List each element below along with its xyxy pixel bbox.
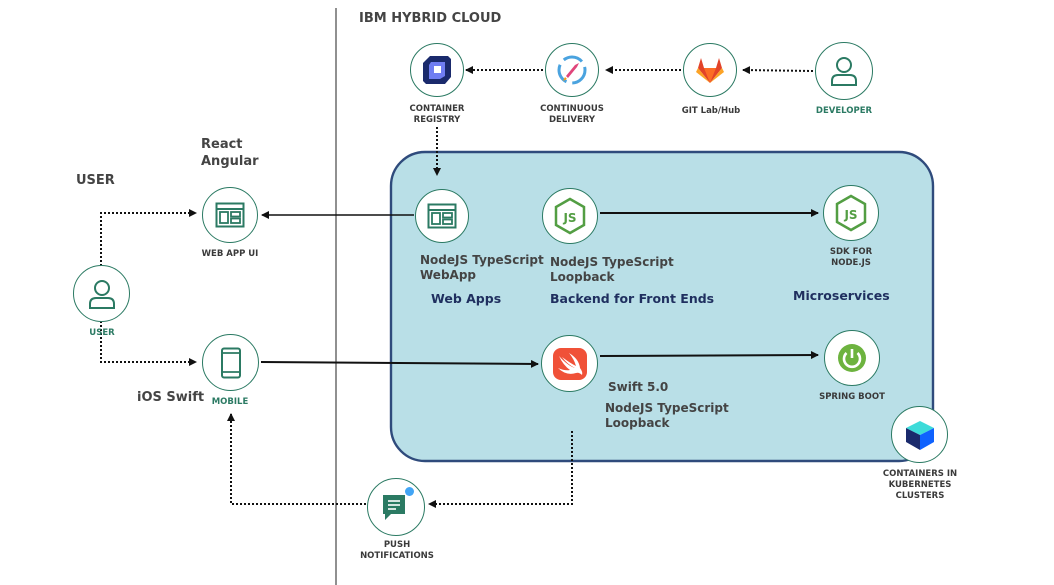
section-microservices: Microservices [793, 288, 890, 303]
arrow-mobile-swift [260, 359, 539, 368]
arrow-push-mobile [227, 413, 366, 505]
backend-loopback-label: NodeJS TypeScript Loopback [550, 255, 674, 284]
section-web-apps: Web Apps [431, 291, 502, 306]
mobile-label: MOBILE [211, 397, 249, 407]
nodejs-icon: JS [835, 194, 867, 232]
user-node [73, 265, 130, 322]
arrow-swift-spring [599, 351, 819, 360]
web-app-ui-label: WEB APP UI [201, 249, 259, 259]
svg-text:JS: JS [562, 211, 576, 225]
sdk-nodejs-label: SDK FOR NODE.JS [829, 247, 873, 268]
smartphone-icon [220, 347, 241, 378]
container-registry-node [410, 43, 464, 97]
container-registry-label: CONTAINER REGISTRY [409, 104, 465, 125]
arrow-developer-git [742, 66, 814, 75]
web-frameworks-label: React Angular [201, 137, 259, 169]
user-label: USER [89, 328, 115, 338]
kubernetes-cluster-region [389, 150, 935, 463]
delivery-rocket-icon [557, 55, 587, 85]
svg-text:JS: JS [843, 208, 857, 222]
git-node [683, 43, 737, 97]
developer-label: DEVELOPER [815, 106, 873, 116]
arrow-user-webui [100, 209, 197, 266]
push-notifications-node [367, 478, 425, 536]
spring-power-icon [838, 344, 866, 372]
git-label: GIT Lab/Hub [681, 106, 741, 116]
swift-title: Swift 5.0 [608, 380, 669, 394]
backend-loopback-node: JS [542, 188, 598, 244]
arrow-user-mobile [100, 321, 197, 366]
continuous-delivery-node [545, 43, 599, 97]
swift-icon [552, 347, 587, 380]
cube-icon [905, 420, 934, 450]
mobile-node [202, 334, 259, 391]
sdk-nodejs-node: JS [823, 185, 879, 241]
user-heading: USER [76, 173, 115, 188]
person-icon [831, 57, 857, 86]
webapp-node [415, 189, 469, 243]
swift-loopback-label: NodeJS TypeScript Loopback [605, 401, 729, 430]
containers-k8s-node [891, 406, 948, 463]
spring-boot-label: SPRING BOOT [819, 392, 885, 402]
continuous-delivery-label: CONTINUOUS DELIVERY [540, 104, 604, 125]
registry-icon [423, 56, 451, 84]
web-app-ui-node [202, 187, 258, 243]
arrow-swift-push [428, 431, 573, 508]
containers-k8s-label: CONTAINERS IN KUBERNETES CLUSTERS [882, 469, 958, 501]
push-notifications-label: PUSH NOTIFICATIONS [360, 540, 434, 561]
gitlab-icon [696, 58, 724, 83]
spring-boot-node [824, 330, 880, 386]
chat-bubble-icon [383, 495, 405, 520]
browser-window-icon [427, 203, 457, 229]
browser-window-icon [215, 202, 245, 228]
swift-node [541, 335, 598, 392]
developer-node [815, 42, 873, 100]
nodejs-icon: JS [554, 197, 586, 235]
person-icon [88, 279, 115, 309]
cloud-title: IBM HYBRID CLOUD [359, 11, 502, 26]
notification-dot-icon [405, 487, 414, 496]
section-bff: Backend for Front Ends [550, 291, 715, 306]
mobile-framework-label: iOS Swift [137, 390, 205, 405]
webapp-label: NodeJS TypeScript WebApp [420, 253, 544, 282]
